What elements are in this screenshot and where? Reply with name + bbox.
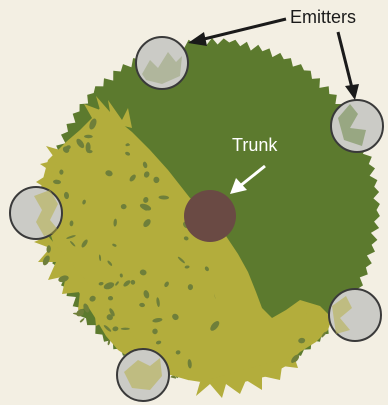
leaf-spot (76, 326, 80, 337)
emitter-right-lower (329, 289, 381, 341)
leaf-spot (190, 384, 195, 389)
trunk-label: Trunk (232, 135, 277, 156)
emitter-top (136, 37, 188, 89)
leaf-spot (63, 126, 67, 132)
arrow-to-emitter-top (200, 19, 286, 40)
leaf-spot (50, 323, 58, 327)
emitter-right-upper (331, 100, 383, 152)
leaf-spot (91, 342, 98, 348)
leaf-spot (325, 365, 337, 374)
emitter-left (10, 187, 62, 239)
leaf-spot (79, 317, 85, 323)
leaf-spot (273, 385, 279, 390)
trunk-circle (184, 190, 236, 242)
leaf-spot (65, 322, 74, 334)
emitter-bottom (117, 349, 169, 401)
arrow-head-right (345, 84, 359, 100)
emitters-label: Emitters (290, 7, 356, 28)
leaf-spot (80, 379, 86, 385)
leaf-spot (121, 328, 130, 330)
arrow-to-emitter-right (338, 32, 352, 88)
leaf-spot (55, 313, 62, 322)
